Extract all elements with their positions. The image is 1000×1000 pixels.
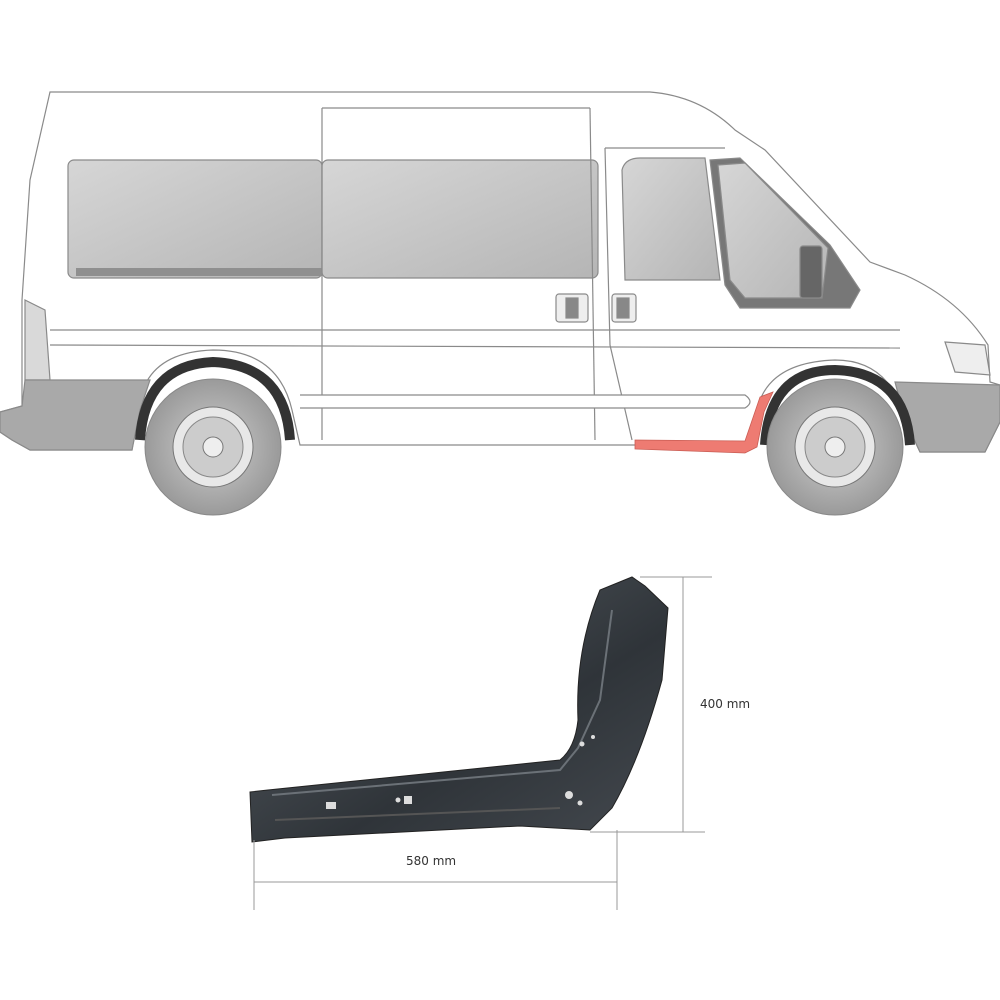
- dimension-lines: [253, 576, 712, 910]
- width-dimension-label: 580 mm: [406, 854, 457, 868]
- front-wheel: [766, 378, 904, 516]
- van-body: [0, 91, 1000, 453]
- highlighted-sill-part: [634, 391, 774, 454]
- rear-wheel: [144, 378, 282, 516]
- height-dimension-label: 400 mm: [700, 697, 751, 711]
- part-image: [249, 576, 669, 843]
